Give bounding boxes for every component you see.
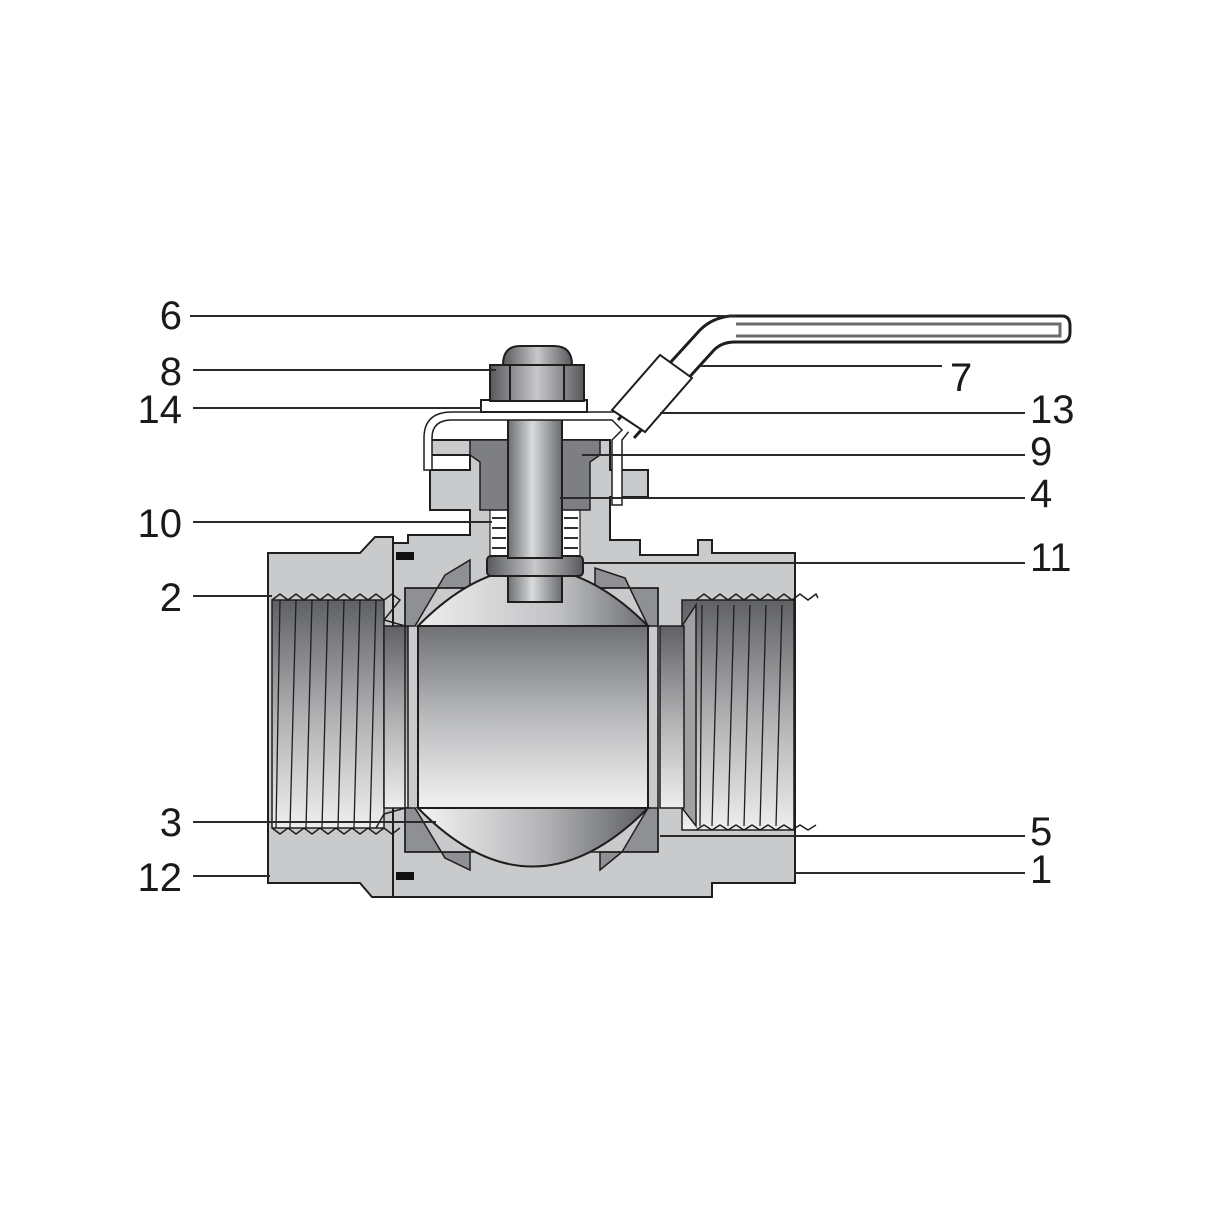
- callout-10: 10: [137, 502, 183, 546]
- stem-nut: [489, 345, 585, 402]
- callout-4: 4: [1030, 472, 1053, 516]
- body-seal-bottom: [396, 872, 414, 880]
- handle-sleeve: [610, 353, 694, 434]
- stem: [507, 411, 563, 559]
- callout-7: 7: [950, 356, 973, 400]
- callout-14: 14: [137, 388, 183, 432]
- callout-5: 5: [1030, 810, 1053, 854]
- right-thread-bore: [659, 592, 819, 831]
- callout-6: 6: [159, 294, 182, 338]
- callout-1: 1: [1030, 848, 1053, 892]
- stem-tang: [507, 575, 563, 603]
- stop-plate: [423, 411, 631, 506]
- body-seal-top: [396, 552, 414, 560]
- callout-2: 2: [159, 576, 182, 620]
- ball: [415, 567, 651, 868]
- callout-13: 13: [1030, 388, 1075, 432]
- callout-9: 9: [1030, 430, 1053, 474]
- callout-12: 12: [137, 856, 183, 900]
- callout-8: 8: [159, 350, 182, 394]
- leader-lines: [190, 315, 1025, 877]
- ball-seats: [404, 558, 659, 872]
- left-thread-bore: [271, 593, 409, 835]
- stem-packing: [489, 509, 581, 563]
- callout-3: 3: [159, 801, 182, 845]
- handle: [616, 314, 1072, 440]
- callout-11: 11: [1030, 536, 1072, 580]
